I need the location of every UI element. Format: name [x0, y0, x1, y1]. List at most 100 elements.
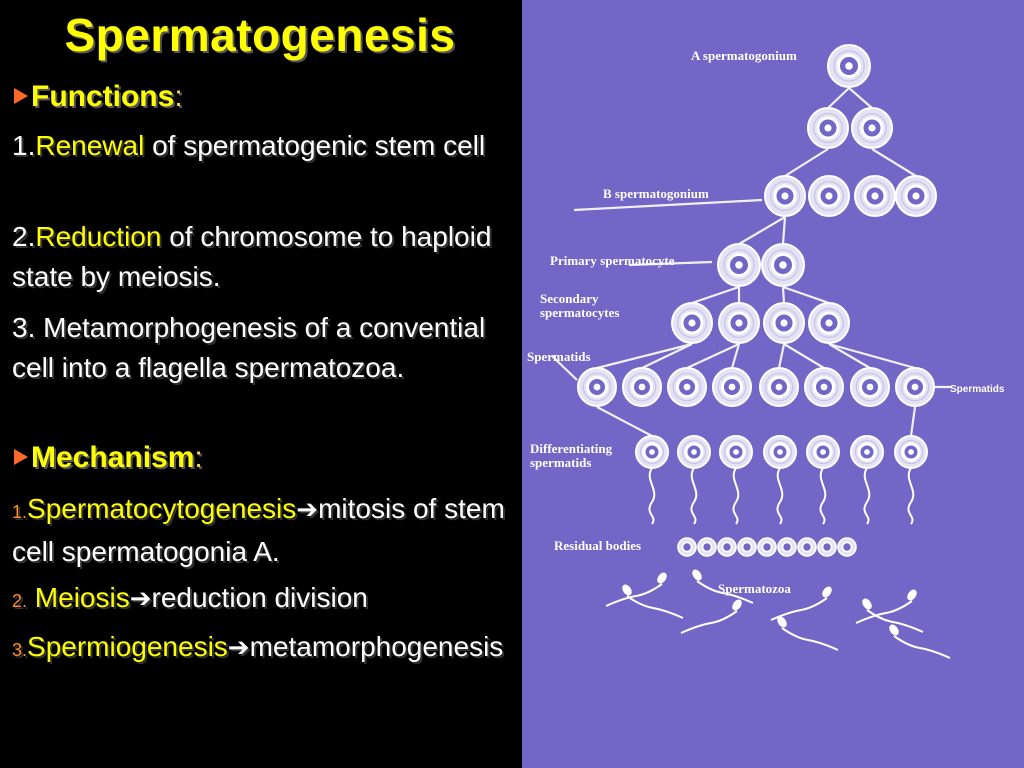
lineage-line — [827, 87, 850, 109]
residual-body — [737, 537, 757, 557]
cell-p-1 — [761, 243, 805, 287]
lineage-line — [686, 343, 740, 369]
label-primary-spermatocyte: Primary spermatocyte — [550, 253, 675, 268]
cell-t-7 — [895, 367, 935, 407]
cell-d-6 — [894, 435, 928, 469]
lineage-line — [828, 342, 916, 370]
cell-d-3 — [763, 435, 797, 469]
residual-body — [757, 537, 777, 557]
lineage-line — [628, 260, 713, 267]
cell-t-3 — [712, 367, 752, 407]
mechanism-item-1: 1.Spermatocytogenesis➔mitosis of stem ce… — [12, 493, 505, 567]
cell-a2-0 — [807, 107, 849, 149]
function-item-2: 2.Reduction of chromosome to haploid sta… — [12, 221, 492, 292]
cell-b-0 — [764, 175, 806, 217]
spermatozoon — [770, 586, 832, 621]
cell-s-1 — [718, 302, 760, 344]
spermatid-tail — [690, 467, 698, 525]
function-item-3: 3. Metamorphogenesis of a convential cel… — [12, 312, 486, 383]
lineage-line — [777, 343, 786, 369]
label-secondary-spermatocytes: Secondary spermatocytes — [540, 291, 620, 320]
cell-t-4 — [759, 367, 799, 407]
cell-t-6 — [850, 367, 890, 407]
label-spermatids: Spermatids — [527, 349, 591, 364]
lineage-line — [641, 343, 693, 369]
cell-d-5 — [850, 435, 884, 469]
cell-b-3 — [895, 175, 937, 217]
diagram-panel: A spermatogonium B spermatogonium Primar… — [522, 0, 1024, 768]
cell-t-1 — [622, 367, 662, 407]
lineage-line — [783, 343, 825, 369]
cell-p-0 — [717, 243, 761, 287]
lineage-line — [551, 355, 578, 381]
cell-b-2 — [854, 175, 896, 217]
spermatozoon — [889, 624, 951, 659]
functions-heading: Functions: — [14, 80, 183, 114]
residual-body — [777, 537, 797, 557]
lineage-line — [781, 286, 786, 304]
cell-t-2 — [667, 367, 707, 407]
spermatozoon — [622, 584, 684, 619]
right-arrow-icon: ➔ — [129, 583, 152, 613]
spermatozoon — [692, 569, 754, 604]
mechanism-item-2: 2. Meiosis➔reduction division — [12, 582, 368, 613]
spermatid-tail — [732, 467, 740, 525]
lineage-line — [596, 342, 693, 370]
spermatozoon — [777, 616, 839, 651]
residual-body — [717, 537, 737, 557]
spermatid-tail — [776, 467, 784, 525]
cell-d-2 — [719, 435, 753, 469]
residual-body — [697, 537, 717, 557]
mechanism-item-3: 3.Spermiogenesis➔metamorphogenesis — [12, 631, 504, 662]
bullet-arrow-icon — [14, 449, 28, 465]
cell-a2-1 — [851, 107, 893, 149]
bullet-arrow-icon — [14, 88, 28, 104]
residual-body — [837, 537, 857, 557]
cell-s-2 — [763, 302, 805, 344]
lineage-line — [691, 285, 740, 305]
lineage-line — [871, 148, 917, 177]
label-a-spermatogonium: A spermatogonium — [691, 48, 797, 63]
spermatid-tail — [863, 467, 871, 525]
lineage-line — [573, 198, 763, 212]
right-arrow-icon: ➔ — [227, 632, 250, 662]
function-item-1: 1.Renewal of spermatogenic stem cell — [12, 130, 486, 161]
label-spermatids-right: Spermatids — [950, 384, 1005, 395]
label-spermatozoa: Spermatozoa — [718, 581, 791, 596]
residual-body — [677, 537, 697, 557]
lineage-line — [848, 87, 873, 109]
spermatozoon — [680, 599, 742, 634]
cell-d-4 — [806, 435, 840, 469]
lineage-line — [781, 216, 787, 245]
residual-body — [817, 537, 837, 557]
cell-d-0 — [635, 435, 669, 469]
lineage-line — [784, 148, 829, 177]
cell-s-3 — [808, 302, 850, 344]
cell-t-5 — [804, 367, 844, 407]
cell-b-1 — [808, 175, 850, 217]
label-b-spermatogonium: B spermatogonium — [603, 186, 709, 201]
text-panel: Spermatogenesis Functions: 1.Renewal of … — [12, 9, 505, 662]
spermatozoon — [855, 589, 917, 624]
spermatogenesis-diagram — [551, 44, 952, 659]
spermatid-tail — [907, 467, 915, 525]
residual-body — [797, 537, 817, 557]
spermatozoon — [605, 572, 667, 607]
lineage-line — [730, 343, 741, 369]
slide-title: Spermatogenesis — [64, 9, 456, 61]
label-differentiating-spermatids: Differentiating spermatids — [530, 441, 613, 470]
right-arrow-icon: ➔ — [296, 494, 319, 524]
mechanism-heading: Mechanism: — [14, 441, 203, 475]
label-residual-bodies: Residual bodies — [554, 538, 642, 553]
lineage-line — [596, 406, 653, 437]
lineage-line — [909, 406, 917, 437]
lineage-line — [738, 216, 786, 245]
lineage-line — [828, 343, 871, 369]
cell-t-0 — [577, 367, 617, 407]
lineage-line — [782, 285, 830, 305]
cell-s-0 — [671, 302, 713, 344]
cell-d-1 — [677, 435, 711, 469]
cell-a-0 — [827, 44, 871, 88]
spermatid-tail — [819, 467, 827, 525]
spermatid-tail — [648, 467, 656, 525]
